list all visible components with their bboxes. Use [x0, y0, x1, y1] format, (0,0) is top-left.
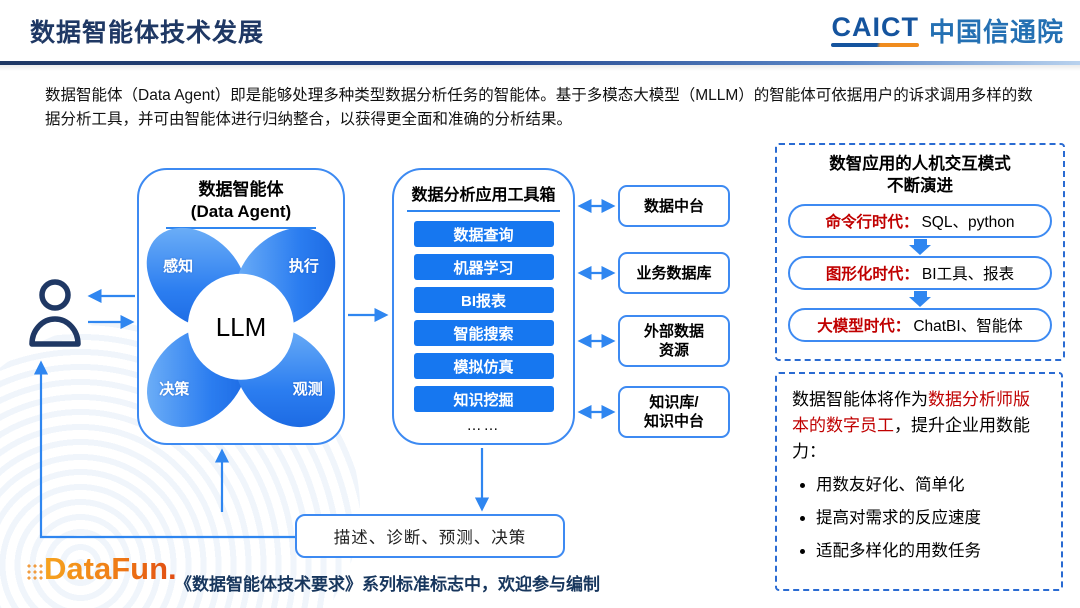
era-label: 命令行时代： — [825, 214, 919, 231]
value-lead: 数据智能体将作为数据分析师版本的数字员工，提升企业用数能力： — [792, 387, 1046, 465]
source-box-knowledge-base: 知识库/ 知识中台 — [618, 386, 730, 438]
agent-title-en: (Data Agent) — [190, 202, 292, 221]
petal-label-observation: 观测 — [292, 381, 323, 399]
llm-core: LLM — [187, 273, 295, 381]
caict-logo-cn-name: 中国信通院 — [928, 17, 1064, 47]
agent-box: 数据智能体 (Data Agent) 感知 执行 决策 观测 LLM — [127, 168, 355, 447]
era-value: ChatBI、智能体 — [913, 318, 1023, 335]
caict-logo-text: CAICT — [831, 12, 919, 42]
value-lead-red: 数据分析师版本的数字员工 — [792, 390, 1030, 435]
llm-pinwheel: 感知 执行 决策 观测 LLM — [127, 207, 355, 447]
era-box-graphical: 图形化时代： BI工具、报表 — [788, 256, 1052, 290]
agent-title-underline — [166, 227, 316, 229]
datafun-logo: DataFun. — [26, 551, 177, 587]
era-value: SQL、python — [921, 214, 1015, 231]
era-box-command-line: 命令行时代： SQL、python — [788, 204, 1052, 238]
page-title: 数据智能体技术发展 — [30, 18, 265, 47]
value-panel: 数据智能体将作为数据分析师版本的数字员工，提升企业用数能力： 用数友好化、简单化… — [775, 372, 1063, 591]
header-divider — [0, 61, 1080, 65]
tool-button: BI报表 — [413, 287, 554, 313]
header-bar: 数据智能体技术发展 CAICT 中国信通院 — [0, 0, 1080, 61]
caict-logo-underline — [831, 43, 919, 47]
evolution-title: 数智应用的人机交互模式 不断演进 — [829, 155, 1011, 195]
value-lead-tail: ，提升企业用数能力： — [792, 416, 1030, 461]
caict-logo: CAICT 中国信通院 — [831, 12, 1064, 49]
llm-label: LLM — [215, 311, 267, 342]
output-box: 描述、诊断、预测、决策 — [295, 514, 565, 558]
petal-label-execution: 执行 — [288, 257, 319, 275]
agent-title-cn: 数据智能体 — [198, 180, 284, 199]
petal-label-decision: 决策 — [159, 381, 190, 399]
tool-button: 知识挖掘 — [413, 386, 554, 412]
source-box-business-db: 业务数据库 — [618, 252, 730, 294]
tool-button: 模拟仿真 — [413, 353, 554, 379]
down-arrow-icon — [777, 291, 1063, 307]
source-box-data-platform: 数据中台 — [618, 185, 730, 227]
toolbox-ellipsis: …… — [466, 417, 501, 434]
source-box-external-data: 外部数据 资源 — [618, 315, 730, 367]
intro-paragraph: 数据智能体（Data Agent）即是能够处理多种类型数据分析任务的智能体。基于… — [45, 87, 1033, 128]
era-value: BI工具、报表 — [921, 266, 1015, 283]
agent-title: 数据智能体 (Data Agent) — [139, 179, 343, 223]
datafun-dots-icon — [26, 563, 43, 580]
datafun-logo-text: DataFun. — [44, 551, 177, 586]
era-box-llm: 大模型时代： ChatBI、智能体 — [788, 308, 1052, 342]
down-arrow-icon — [777, 239, 1063, 255]
petal-label-perception: 感知 — [163, 257, 194, 275]
caict-logo-mark: CAICT — [831, 14, 919, 47]
tool-button: 数据查询 — [413, 221, 554, 247]
toolbox-title: 数据分析应用工具箱 — [411, 187, 556, 204]
value-bullet: 用数友好化、简单化 — [816, 472, 1046, 498]
era-label: 大模型时代： — [817, 318, 911, 335]
value-bullet-list: 用数友好化、简单化 提高对需求的反应速度 适配多样化的用数任务 — [792, 472, 1046, 564]
value-bullet: 提高对需求的反应速度 — [816, 505, 1046, 531]
era-label: 图形化时代： — [825, 266, 919, 283]
footer-note: 《数据智能体技术要求》系列标准标志中，欢迎参与编制 — [175, 575, 600, 594]
value-bullet: 适配多样化的用数任务 — [816, 538, 1046, 564]
toolbox-box: 数据分析应用工具箱 数据查询 机器学习 BI报表 智能搜索 模拟仿真 知识挖掘 … — [392, 168, 575, 445]
evolution-panel: 数智应用的人机交互模式 不断演进 命令行时代： SQL、python 图形化时代… — [775, 143, 1065, 361]
toolbox-title-underline — [406, 210, 561, 212]
tool-button: 智能搜索 — [413, 320, 554, 346]
header-shadow — [0, 65, 1080, 71]
value-lead-black: 数据智能体将作为 — [792, 390, 928, 409]
tool-button: 机器学习 — [413, 254, 554, 280]
